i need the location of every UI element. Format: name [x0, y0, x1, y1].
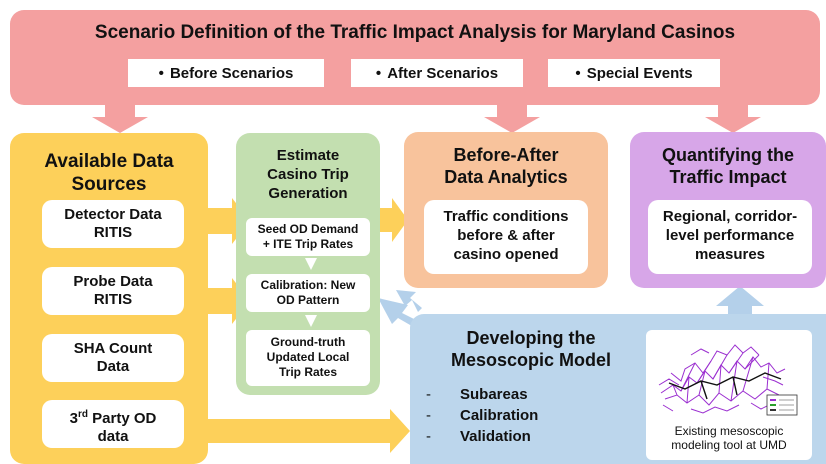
mesoscopic-list: - Subareas - Calibration - Validation — [426, 384, 626, 447]
mesoscopic-title: Developing the Mesoscopic Model — [426, 327, 636, 371]
dash-icon: - — [426, 407, 431, 424]
down-arrow-impact — [705, 103, 761, 133]
impact-body-line1: Regional, corridor- — [662, 208, 798, 225]
source-probe-line1: Probe Data — [73, 273, 153, 290]
network-map-image — [658, 344, 798, 416]
arrow-od-to-meso — [205, 409, 410, 453]
analytics-title-line1: Before-After — [453, 145, 559, 165]
step-calibration: Calibration: New OD Pattern — [246, 274, 370, 312]
step-ground-line3: Trip Rates — [278, 365, 338, 379]
source-od-line2: data — [97, 428, 129, 445]
data-sources-title-line1: Available Data — [44, 151, 174, 172]
network-caption-line1: Existing mesoscopic — [674, 424, 784, 438]
data-sources-title: Available Data Sources — [10, 150, 208, 196]
dash-icon: - — [426, 428, 431, 445]
source-sha-count: SHA Count Data — [42, 334, 184, 382]
network-caption-line2: modeling tool at UMD — [671, 438, 787, 452]
scenario-after: • After Scenarios — [351, 59, 523, 87]
meso-item-subareas-label: Subareas — [460, 386, 528, 403]
trip-title-line2: Casino Trip — [267, 166, 349, 183]
analytics-title-line2: Data Analytics — [444, 167, 568, 187]
scenario-banner — [10, 10, 820, 105]
meso-item-subareas: - Subareas — [426, 384, 626, 405]
analytics-title: Before-After Data Analytics — [404, 144, 608, 188]
trip-title-line1: Estimate — [276, 147, 340, 164]
bullet-icon: • — [158, 64, 164, 82]
analytics-body: Traffic conditions before & after casino… — [424, 200, 588, 274]
banner-title: Scenario Definition of the Traffic Impac… — [94, 22, 736, 43]
od-superscript: rd — [77, 409, 88, 420]
step-seed-line1: Seed OD Demand — [257, 222, 359, 236]
impact-title: Quantifying the Traffic Impact — [630, 144, 826, 188]
scenario-before: • Before Scenarios — [128, 59, 324, 87]
step-calib-line2: OD Pattern — [276, 293, 340, 307]
trip-generation-title: Estimate Casino Trip Generation — [236, 146, 380, 203]
impact-body-line3: measures — [694, 246, 766, 263]
meso-title-line1: Developing the — [466, 328, 596, 348]
down-arrow-sources — [92, 103, 148, 133]
step-seed-line2: + ITE Trip Rates — [262, 237, 354, 251]
scenario-before-label: Before Scenarios — [169, 64, 294, 82]
od-line1-rest: Party OD — [87, 410, 157, 427]
source-probe-data: Probe Data RITIS — [42, 267, 184, 315]
impact-title-line2: Traffic Impact — [669, 167, 787, 187]
source-probe-line2: RITIS — [93, 291, 133, 308]
arrow-meso-to-impact — [716, 286, 764, 316]
analytics-body-line2: before & after — [457, 227, 555, 244]
network-caption: Existing mesoscopic modeling tool at UMD — [646, 424, 812, 452]
source-detector-data: Detector Data RITIS — [42, 200, 184, 248]
bullet-icon: • — [375, 64, 382, 82]
source-detector-line2: RITIS — [93, 224, 133, 241]
impact-body: Regional, corridor- level performance me… — [648, 200, 812, 274]
step-ground-truth: Ground-truth Updated Local Trip Rates — [246, 330, 370, 386]
scenario-special-label: Special Events — [586, 64, 693, 82]
arrow-trip-to-analytics — [378, 198, 408, 242]
meso-item-calibration: - Calibration — [426, 405, 626, 426]
data-sources-title-line2: Sources — [71, 174, 147, 195]
meso-item-calibration-label: Calibration — [460, 407, 539, 424]
scenario-special-events: • Special Events — [548, 59, 720, 87]
source-sha-line1: SHA Count — [73, 340, 153, 357]
meso-item-validation: - Validation — [426, 426, 626, 447]
arrow-meso-to-analytics — [396, 290, 422, 312]
analytics-body-line1: Traffic conditions — [443, 208, 569, 225]
analytics-body-line3: casino opened — [453, 246, 559, 263]
od-number: 3 — [69, 410, 78, 427]
meso-item-validation-label: Validation — [460, 428, 531, 445]
scenario-after-label: After Scenarios — [387, 64, 499, 82]
down-arrow-icon — [305, 315, 317, 327]
trip-title-line3: Generation — [268, 185, 348, 202]
impact-body-line2: level performance — [665, 227, 795, 244]
step-ground-line2: Updated Local — [266, 350, 350, 364]
source-third-party-od: 3rd Party OD data — [42, 400, 184, 448]
meso-title-line2: Mesoscopic Model — [450, 350, 612, 370]
source-od-line1: 3rd Party OD — [42, 406, 184, 428]
impact-title-line1: Quantifying the — [662, 145, 794, 165]
step-ground-line1: Ground-truth — [270, 335, 346, 349]
dash-icon: - — [426, 386, 431, 403]
bullet-icon: • — [575, 64, 581, 82]
source-sha-line2: Data — [96, 358, 130, 375]
step-calib-line1: Calibration: New — [260, 278, 356, 292]
down-arrow-analytics — [484, 103, 540, 133]
source-detector-line1: Detector Data — [64, 206, 162, 223]
step-seed-od: Seed OD Demand + ITE Trip Rates — [246, 218, 370, 256]
down-arrow-icon — [305, 258, 317, 270]
